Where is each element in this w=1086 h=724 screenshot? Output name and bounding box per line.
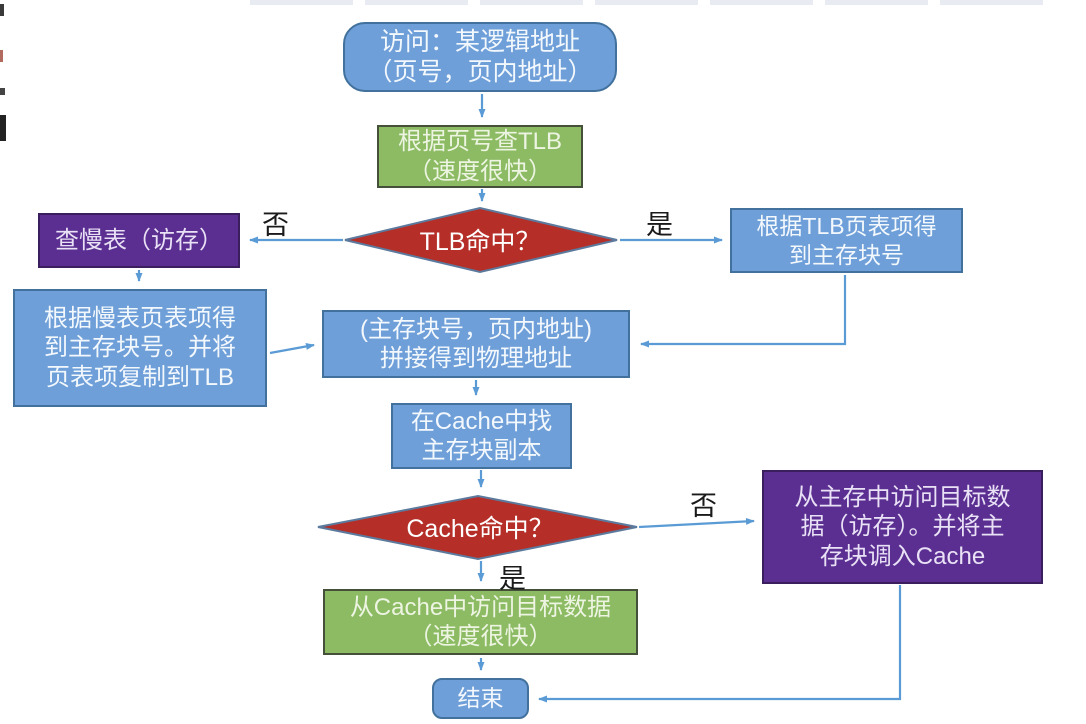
decision-tlb-hit-label: TLB命中？: [419, 228, 541, 256]
left-edge-artifact: [0, 4, 4, 16]
top-edge-artifact: [940, 0, 1043, 5]
top-edge-artifact: [250, 0, 353, 5]
decision-diamond-tlb: [344, 206, 618, 274]
node-tlb-entry: 根据TLB页表项得 到主存块号: [730, 208, 963, 273]
node-phys-addr: (主存块号，页内地址) 拼接得到物理地址: [322, 310, 630, 378]
arrow-slowentry-to-physaddr: [269, 342, 315, 355]
arrow-cachehit-no: [638, 517, 755, 529]
edge-label-cache-no: 否: [690, 491, 717, 521]
node-tlb-lookup: 根据页号查TLB （速度很快）: [377, 125, 583, 188]
edge-label-tlb-no: 否: [262, 210, 289, 240]
node-cache-find: 在Cache中找 主存块副本: [391, 403, 572, 469]
decision-diamond-cache: [317, 494, 638, 561]
decision-cache-hit-label: Cache命中？: [406, 515, 554, 543]
left-edge-artifact: [0, 115, 6, 141]
node-cache-access: 从Cache中访问目标数据 （速度很快）: [323, 589, 638, 655]
arrow-memaccess-to-end: [538, 585, 902, 703]
edge-label-cache-yes: 是: [499, 564, 526, 594]
edge-label-tlb-yes: 是: [646, 210, 673, 240]
top-edge-artifact: [710, 0, 813, 5]
left-edge-artifact: [0, 50, 3, 62]
top-edge-artifact: [825, 0, 928, 5]
node-slow-table: 查慢表（访存）: [38, 213, 240, 268]
arrow-tlbentry-to-physaddr: [640, 275, 847, 348]
top-edge-artifact: [365, 0, 468, 5]
node-mem-access: 从主存中访问目标数 据（访存）。并将主 存块调入Cache: [762, 470, 1043, 584]
node-slow-entry: 根据慢表页表项得 到主存块号。并将 页表项复制到TLB: [13, 289, 267, 407]
node-end: 结束: [432, 678, 529, 719]
left-edge-artifact: [0, 88, 5, 95]
top-edge-artifact: [595, 0, 698, 5]
top-edge-artifact: [480, 0, 583, 5]
node-start: 访问：某逻辑地址 （页号，页内地址）: [343, 22, 617, 92]
